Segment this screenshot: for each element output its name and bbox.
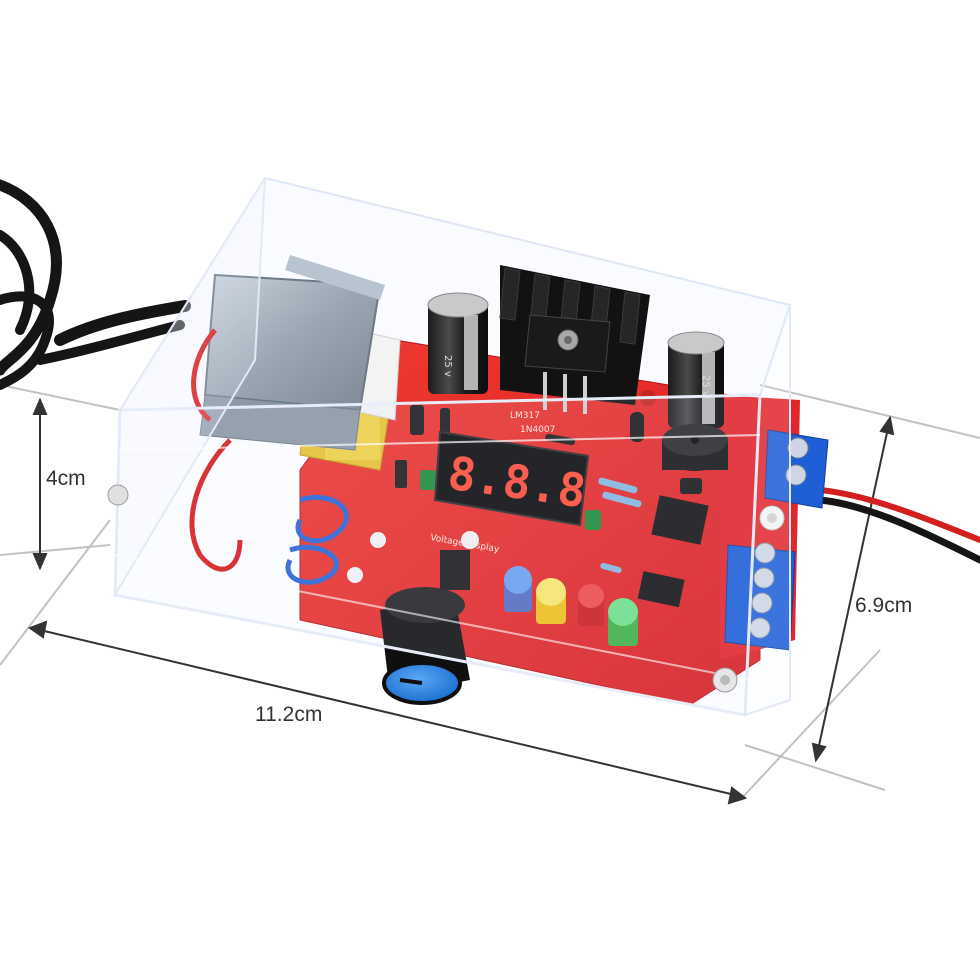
buzzer	[662, 424, 728, 471]
dimension-arrows	[27, 397, 895, 805]
depth-label: 6.9cm	[855, 594, 912, 617]
led-blue	[504, 566, 532, 612]
voltage-display: 8.8.8	[433, 430, 589, 527]
height-label: 4cm	[46, 467, 86, 490]
capacitor-right-rating: 25 v	[700, 375, 711, 397]
trimmer-pot	[759, 505, 785, 531]
regulator-label: LM317	[510, 411, 540, 421]
length-label: 11.2cm	[255, 703, 322, 726]
mounting-screws	[107, 484, 738, 693]
capacitor-left-rating: 25 v	[442, 355, 453, 377]
indicator-leds	[504, 566, 638, 646]
case-right-wall	[743, 304, 791, 717]
power-cable	[0, 179, 191, 390]
case-left-wall	[113, 177, 266, 599]
transformer	[189, 255, 401, 585]
terminal-block-bottom	[724, 542, 796, 651]
potentiometer-knob	[380, 550, 470, 705]
led-red	[578, 584, 604, 626]
diode-label: 1N4007	[520, 425, 555, 435]
led-yellow	[536, 578, 566, 624]
heatsink: LM317	[499, 265, 650, 421]
capacitor-left: 25 v	[427, 292, 489, 394]
dimension-lines	[0, 384, 980, 801]
led-green	[608, 598, 638, 646]
capacitor-right: 25 v	[667, 331, 725, 428]
output-wires	[816, 487, 980, 564]
